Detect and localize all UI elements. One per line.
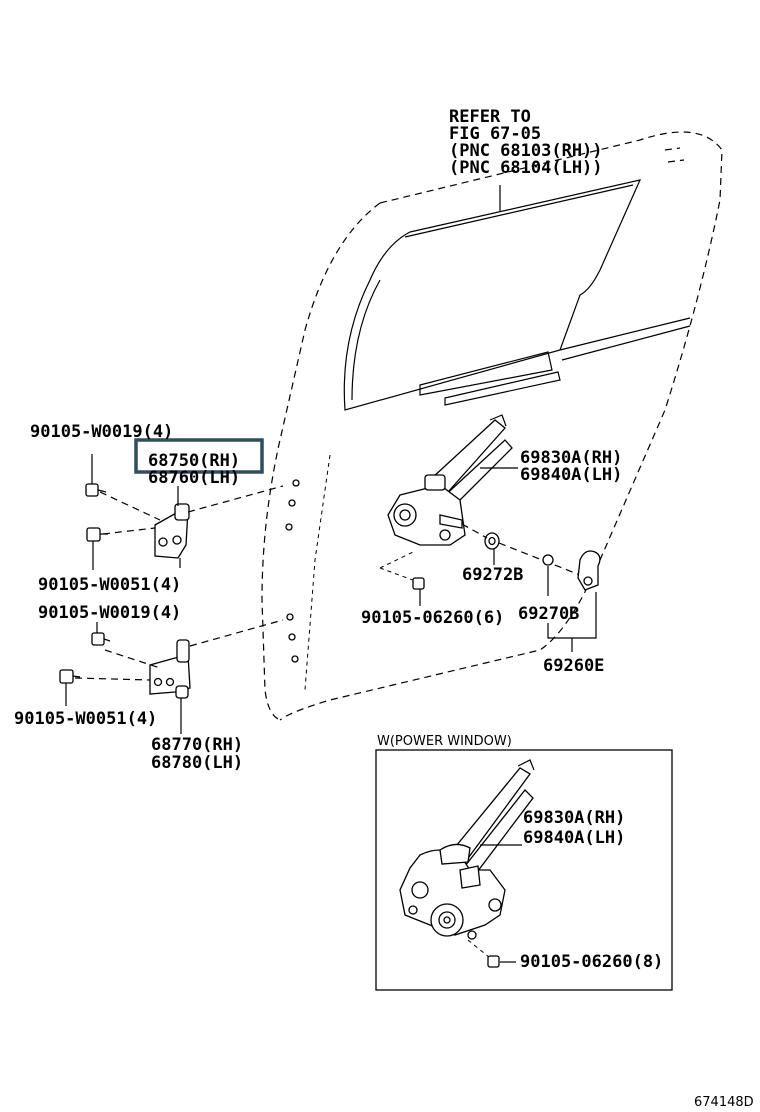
figure-id: 674148D [694,1095,754,1110]
lower-hinge-dash [189,619,284,647]
handle-dash [498,542,581,576]
refer-note-line3: (PNC 68103(RH)) [449,141,603,161]
upper-bolt-top-dash [99,491,161,521]
refer-note: REFER TO FIG 67-05 (PNC 68103(RH)) (PNC … [449,107,603,178]
label-upper-hinge-lh: 68760(LH) [148,468,240,488]
upper-hinge [154,503,190,568]
door-mount-holes [285,479,300,663]
power-window-regulator [399,759,535,940]
inset-label-regulator-rh: 69830A(RH) [523,808,625,828]
label-regulator-rh: 69830A(RH) [520,448,622,468]
label-upper-hinge-rh: 68750(RH) [148,451,240,471]
label-bolt-lower-bottom: 90105-W0051(4) [14,709,157,729]
upper-bolt-bottom-dash [102,527,156,535]
bolt-icon [487,955,500,968]
bolt-icon [91,632,111,646]
inset-title: W(POWER WINDOW) [377,734,512,749]
bolt-icon [412,577,425,590]
bolt-icon [86,527,108,542]
window-handle [542,550,601,591]
bolt-icon [59,669,81,684]
inset-power-window: W(POWER WINDOW) 69830A(RH) 69840A(LH) 90… [375,734,673,991]
label-bolt-upper-top: 90105-W0019(4) [30,422,173,442]
label-handle-set: 69260E [543,656,604,676]
bolt-icon [85,483,107,497]
inset-frame [375,749,673,991]
refer-note-line1: REFER TO [449,107,531,127]
refer-note-line2: FIG 67-05 [449,124,541,144]
label-washer: 69272B [462,565,523,585]
regulator-bolt-dash [379,551,419,583]
label-regulator-lh: 69840A(LH) [520,465,622,485]
label-regulator-bolt: 90105-06260(6) [361,608,504,628]
upper-hinge-dash [187,485,284,513]
washer-dash [461,523,488,539]
label-lower-hinge-lh: 68780(LH) [151,753,243,773]
lower-hinge [149,639,191,699]
label-handle: 69270B [518,604,579,624]
window-regulator [387,414,513,546]
label-lower-hinge-rh: 68770(RH) [151,735,243,755]
inset-label-bolt: 90105-06260(8) [520,952,663,972]
inset-label-regulator-lh: 69840A(LH) [523,828,625,848]
label-bolt-upper-bottom: 90105-W0051(4) [38,575,181,595]
lower-bolt-bottom-dash [74,677,151,681]
label-bolt-lower-top: 90105-W0019(4) [38,603,181,623]
highlight-box [134,438,264,474]
inset-bolt-dash [467,939,491,959]
door-glass [343,179,691,411]
washer-icon [484,532,500,550]
refer-note-line4: (PNC 68104(LH)) [449,158,603,178]
lower-bolt-top-dash [104,649,161,669]
